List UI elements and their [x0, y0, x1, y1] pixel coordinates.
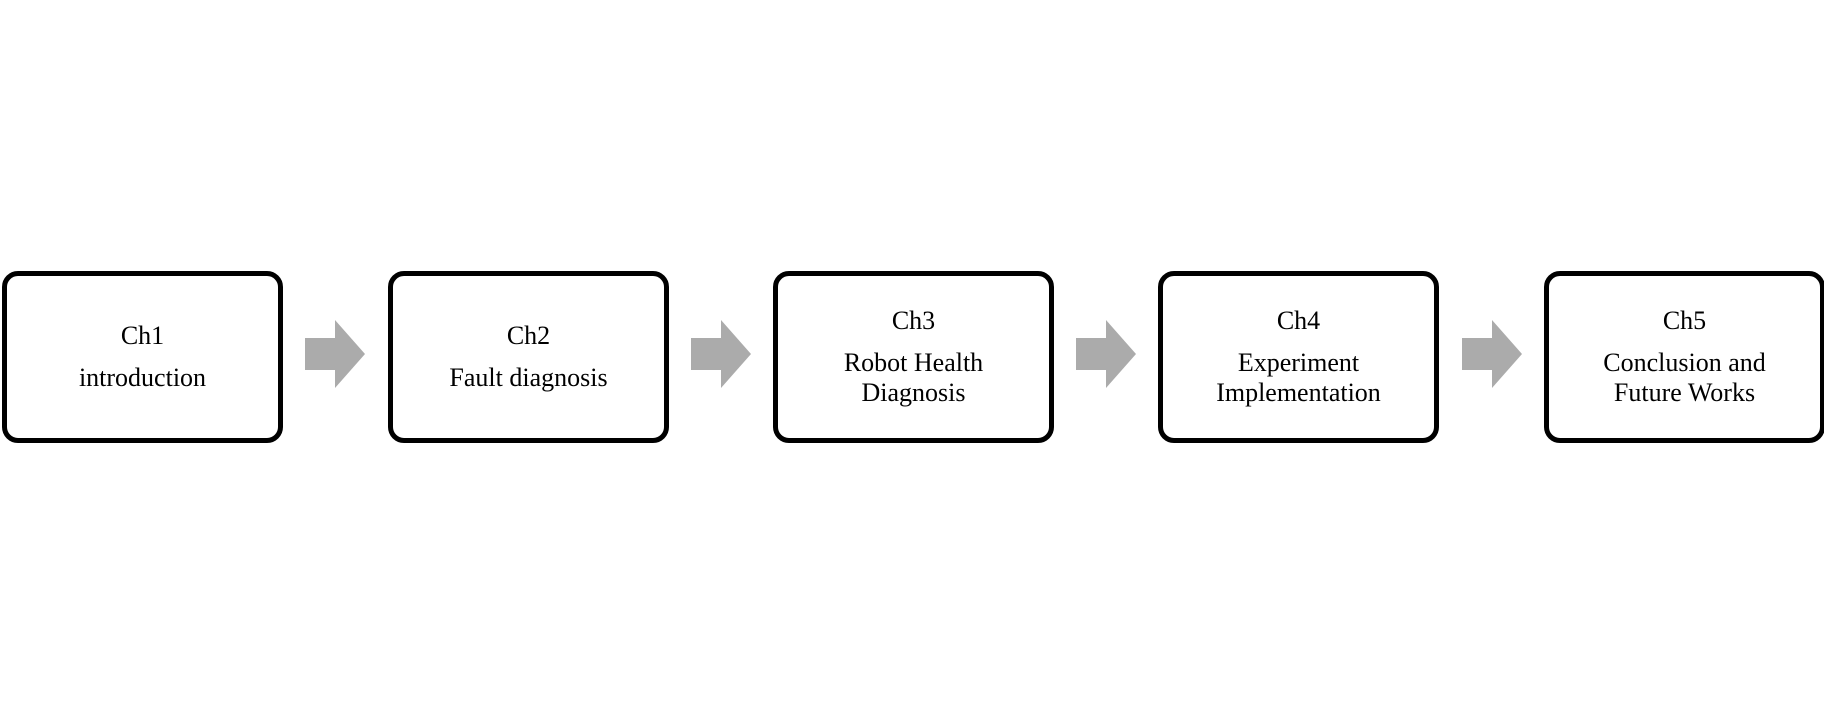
chapter-title-line: Implementation	[1216, 378, 1381, 407]
chapter-box-ch3: Ch3 Robot Health Diagnosis	[773, 271, 1054, 443]
chapter-title-line: Conclusion and	[1603, 348, 1766, 377]
chapter-title-line: Diagnosis	[861, 378, 966, 407]
chapter-title-line: Future Works	[1613, 378, 1756, 407]
chapter-box-ch1: Ch1 introduction	[2, 271, 283, 443]
chapter-title-line: Robot Health	[843, 348, 984, 377]
arrow-right-icon	[1462, 320, 1522, 388]
chapter-title-line: introduction	[78, 363, 207, 392]
chapter-title-line: Experiment	[1237, 348, 1360, 377]
chapter-title-line: Fault diagnosis	[449, 363, 608, 392]
chapter-box-ch2: Ch2 Fault diagnosis	[388, 271, 669, 443]
chapter-number: Ch4	[1276, 306, 1321, 335]
arrow-right-icon	[1076, 320, 1136, 388]
chapter-number: Ch1	[120, 321, 165, 350]
chapter-number: Ch5	[1662, 306, 1707, 335]
chapter-number: Ch2	[506, 321, 551, 350]
chapter-box-ch4: Ch4 Experiment Implementation	[1158, 271, 1439, 443]
chapter-box-ch5: Ch5 Conclusion and Future Works	[1544, 271, 1824, 443]
arrow-right-icon	[305, 320, 365, 388]
arrow-right-icon	[691, 320, 751, 388]
chapter-number: Ch3	[891, 306, 936, 335]
